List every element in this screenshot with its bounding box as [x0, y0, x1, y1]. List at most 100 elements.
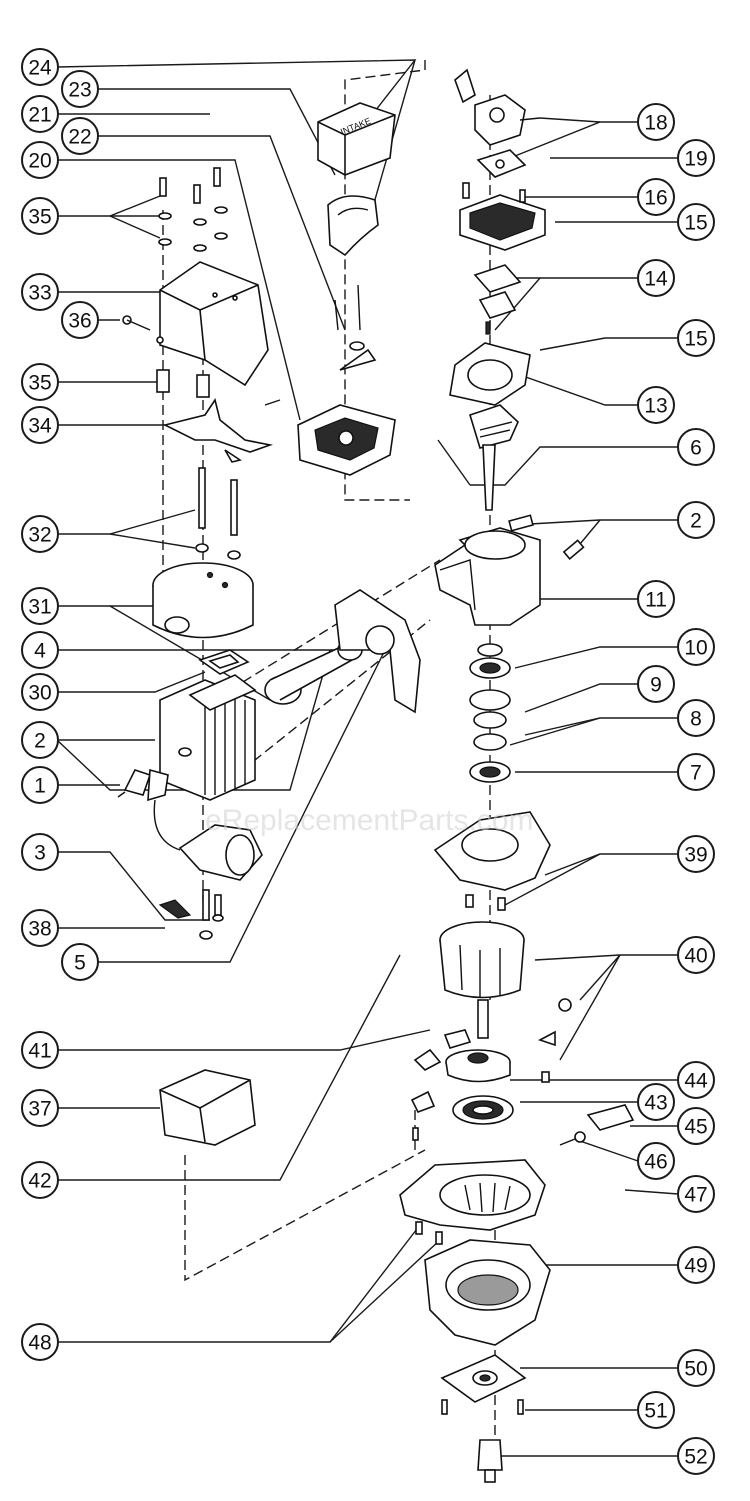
svg-text:35: 35	[28, 206, 51, 229]
svg-text:18: 18	[644, 112, 667, 135]
svg-text:24: 24	[28, 57, 52, 80]
callout-4: 4	[21, 631, 59, 669]
callout-52: 52	[677, 1437, 715, 1475]
callout-13: 13	[637, 386, 675, 424]
callout-5: 5	[61, 943, 99, 981]
svg-text:20: 20	[28, 150, 51, 173]
svg-text:2: 2	[690, 510, 702, 533]
svg-text:2: 2	[34, 730, 46, 753]
callout-24: 24	[21, 48, 59, 86]
spacers	[156, 369, 210, 398]
svg-text:8: 8	[690, 708, 702, 731]
svg-text:6: 6	[690, 437, 702, 460]
svg-text:40: 40	[684, 945, 707, 968]
callout-36: 36	[61, 301, 99, 339]
callout-31: 31	[21, 587, 59, 625]
callout-37: 37	[21, 1089, 59, 1127]
svg-text:37: 37	[28, 1098, 51, 1121]
svg-text:22: 22	[68, 126, 91, 149]
svg-text:21: 21	[28, 104, 51, 127]
air-cleaner-base	[297, 404, 396, 476]
svg-text:52: 52	[684, 1446, 707, 1469]
callout-15-top: 15	[677, 203, 715, 241]
svg-text:45: 45	[684, 1116, 707, 1139]
fan-housing	[433, 811, 551, 911]
svg-text:47: 47	[684, 1184, 707, 1207]
callout-38: 38	[21, 909, 59, 947]
watermark-text: eReplacementParts.com	[205, 804, 533, 837]
callout-48: 48	[21, 1323, 59, 1361]
muffler	[152, 562, 254, 639]
callout-20: 20	[21, 141, 59, 179]
svg-text:51: 51	[644, 1400, 667, 1423]
svg-text:35: 35	[28, 372, 51, 395]
callout-49: 49	[677, 1246, 715, 1284]
callout-8: 8	[677, 699, 715, 737]
svg-text:15: 15	[684, 328, 707, 351]
svg-text:43: 43	[644, 1092, 667, 1115]
svg-text:31: 31	[28, 596, 51, 619]
svg-text:11: 11	[645, 589, 667, 612]
callout-2-right: 2	[677, 501, 715, 539]
svg-text:4: 4	[34, 640, 46, 663]
cylinder	[159, 674, 257, 801]
callout-6: 6	[677, 428, 715, 466]
carburetor	[454, 68, 541, 146]
svg-text:9: 9	[650, 674, 662, 697]
bearings	[469, 643, 511, 783]
muffler-gasket	[198, 649, 250, 675]
cover-screw	[122, 315, 281, 406]
muffler-bolts	[195, 467, 241, 560]
callout-23: 23	[61, 70, 99, 108]
svg-text:38: 38	[28, 918, 51, 941]
callout-21: 21	[21, 95, 59, 133]
carb-gasket	[476, 149, 527, 178]
crankcase	[434, 514, 585, 626]
callout-50: 50	[677, 1349, 715, 1387]
callout-40: 40	[677, 936, 715, 974]
svg-text:39: 39	[684, 844, 707, 867]
recoil-spring	[452, 1095, 514, 1125]
flywheel	[439, 921, 525, 1039]
svg-text:23: 23	[68, 79, 91, 102]
reed-plate	[473, 264, 522, 335]
starter-case	[399, 1159, 546, 1245]
starter-pulley	[445, 1049, 511, 1083]
grease-fitting	[477, 1439, 503, 1483]
insulator-gasket	[449, 342, 531, 406]
svg-text:46: 46	[644, 1151, 667, 1174]
callout-32: 32	[21, 515, 59, 553]
gear-case	[424, 1239, 551, 1346]
svg-text:50: 50	[684, 1358, 707, 1381]
callout-bubbles: 24 23 21 22 20 35 33 36 35 34 32 31 4 30…	[21, 48, 715, 1475]
callout-34: 34	[21, 406, 59, 444]
starter-handle	[559, 1104, 635, 1146]
callout-9: 9	[637, 665, 675, 703]
callout-47: 47	[677, 1175, 715, 1213]
callout-51: 51	[637, 1391, 675, 1429]
callout-41: 41	[21, 1031, 59, 1069]
callout-1: 1	[21, 766, 59, 804]
callout-43: 43	[637, 1083, 675, 1121]
cover-plate	[440, 1354, 527, 1415]
svg-text:49: 49	[684, 1255, 707, 1278]
air-filter-element	[327, 195, 379, 257]
svg-text:41: 41	[28, 1040, 51, 1063]
callout-22: 22	[61, 117, 99, 155]
callout-16: 16	[637, 178, 675, 216]
callout-18: 18	[637, 103, 675, 141]
bracket	[162, 398, 274, 463]
callout-35-mid: 35	[21, 363, 59, 401]
svg-text:14: 14	[644, 268, 668, 291]
svg-text:48: 48	[28, 1332, 51, 1355]
ignition-coil	[147, 768, 263, 881]
callout-46: 46	[637, 1142, 675, 1180]
svg-text:44: 44	[684, 1070, 708, 1093]
svg-text:5: 5	[74, 952, 86, 975]
clutch-parts	[410, 998, 572, 1141]
crankshaft	[469, 404, 519, 511]
callout-45: 45	[677, 1107, 715, 1145]
svg-text:13: 13	[644, 395, 667, 418]
air-cleaner-cover: INTAKE	[317, 102, 396, 176]
choke-lever	[334, 284, 377, 371]
